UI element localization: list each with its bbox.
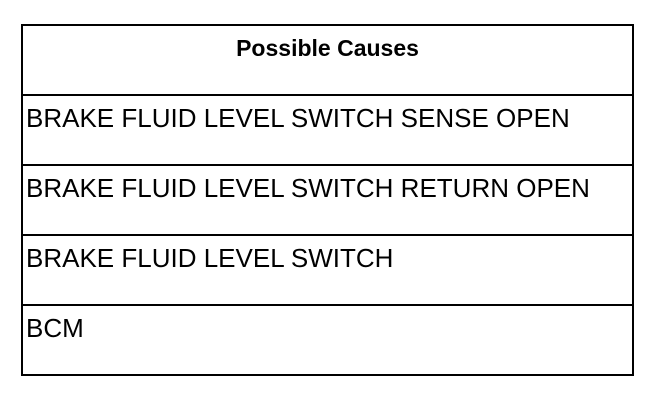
- table-row: BRAKE FLUID LEVEL SWITCH SENSE OPEN: [21, 94, 634, 166]
- possible-causes-header: Possible Causes: [21, 24, 634, 96]
- table-row: BRAKE FLUID LEVEL SWITCH: [21, 234, 634, 306]
- table-row: BRAKE FLUID LEVEL SWITCH RETURN OPEN: [21, 164, 634, 236]
- cause-level-switch: BRAKE FLUID LEVEL SWITCH: [21, 234, 634, 306]
- table-row: BCM: [21, 304, 634, 376]
- cause-sense-open: BRAKE FLUID LEVEL SWITCH SENSE OPEN: [21, 94, 634, 166]
- possible-causes-table: Possible Causes BRAKE FLUID LEVEL SWITCH…: [21, 24, 634, 376]
- cause-bcm: BCM: [21, 304, 634, 376]
- table-header-row: Possible Causes: [21, 24, 634, 96]
- cause-return-open: BRAKE FLUID LEVEL SWITCH RETURN OPEN: [21, 164, 634, 236]
